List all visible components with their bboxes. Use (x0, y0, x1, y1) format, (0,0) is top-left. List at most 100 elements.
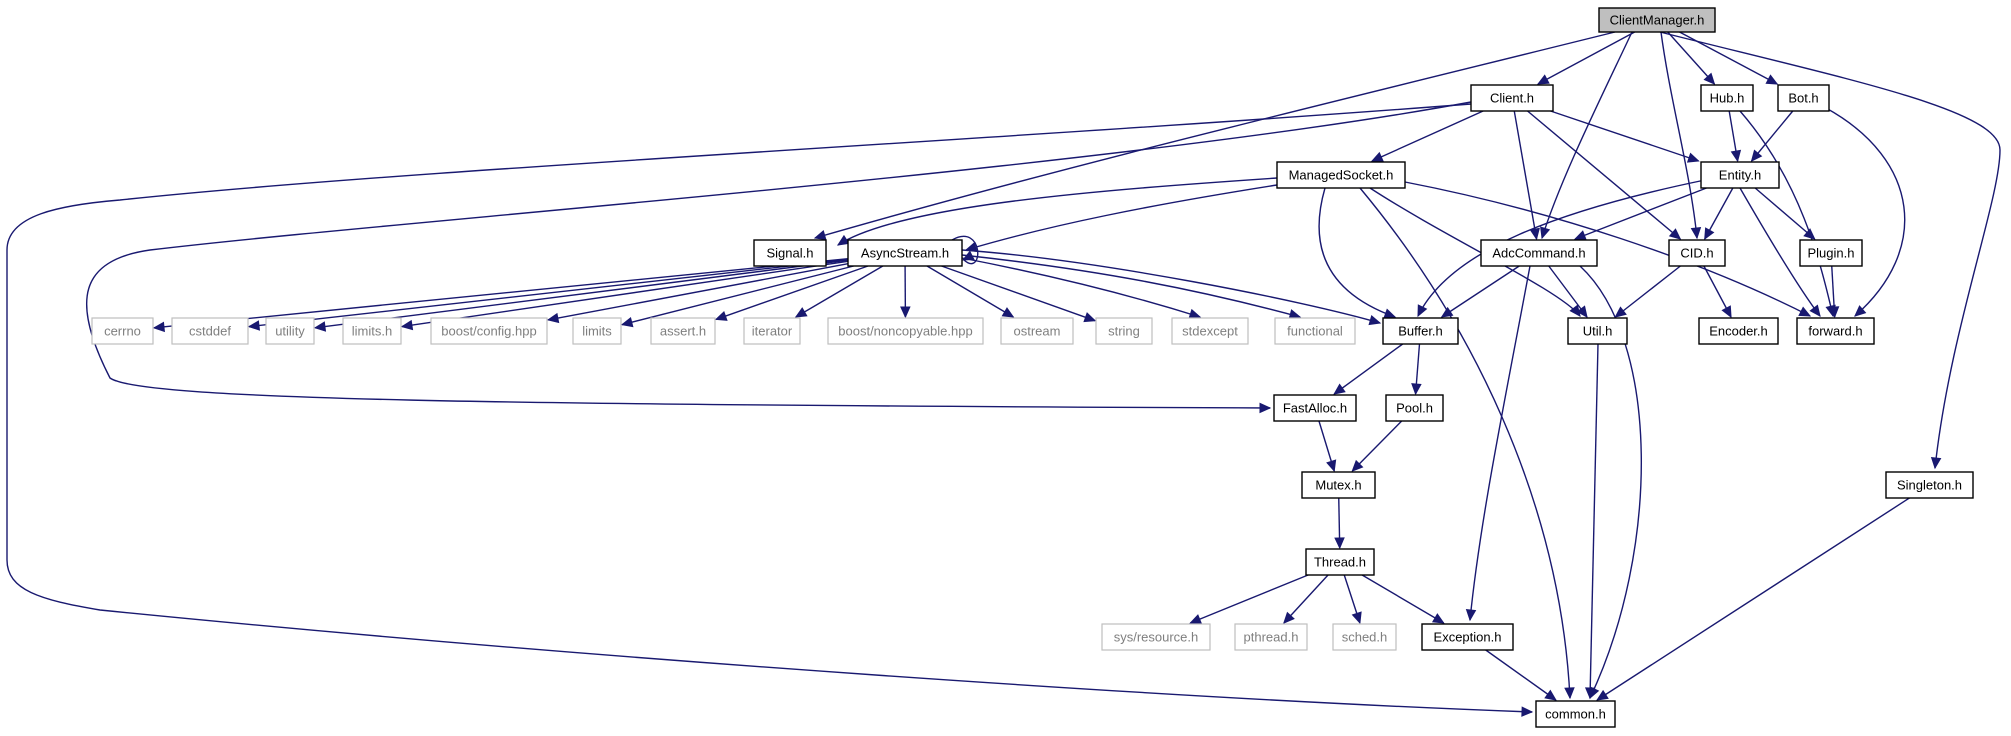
node-entity[interactable]: Entity.h (1700, 161, 1780, 189)
node-label: assert.h (660, 324, 706, 339)
node-box (1700, 84, 1754, 112)
edge-clientmanager-to-cid-arrowhead (1690, 227, 1702, 240)
edge-asyncstream-to-boost_config (547, 262, 849, 321)
node-box (171, 317, 249, 345)
node-box (1301, 471, 1376, 499)
node-label: forward.h (1808, 324, 1862, 339)
node-box (1276, 161, 1406, 189)
node-box (1470, 84, 1554, 112)
node-clientmanager[interactable]: ClientManager.h (1598, 7, 1716, 33)
node-box (1885, 471, 1974, 499)
node-encoder[interactable]: Encoder.h (1698, 317, 1779, 345)
node-thread[interactable]: Thread.h (1305, 548, 1375, 576)
node-label: cstddef (189, 324, 231, 339)
node-signal[interactable]: Signal.h (753, 239, 827, 267)
node-forward[interactable]: forward.h (1796, 317, 1875, 345)
edge-client-to-cid-arrowhead (1668, 228, 1682, 240)
edge-entity-to-buffer (1417, 179, 1706, 317)
edge-asyncstream-to-limits_h (401, 260, 849, 328)
node-box (342, 317, 402, 345)
node-assert: assert.h (650, 317, 716, 345)
node-ostream: ostream (1000, 317, 1074, 345)
node-label: sched.h (1342, 630, 1388, 645)
edge-pool-to-mutex-arrowhead (1351, 459, 1364, 472)
node-box (1777, 84, 1830, 112)
node-label: string (1108, 324, 1140, 339)
node-box (1385, 394, 1444, 422)
edge-clientmanager-to-hub-arrowhead (1703, 72, 1716, 85)
edge-adccommand-to-buffer (1441, 265, 1520, 318)
node-plugin[interactable]: Plugin.h (1799, 239, 1863, 267)
node-box (1382, 317, 1459, 345)
node-box (1101, 623, 1211, 651)
edge-managedsocket-to-common (1359, 187, 1571, 699)
node-label: boost/noncopyable.hpp (838, 324, 972, 339)
edge-entity-to-buffer-arrowhead (1417, 304, 1428, 318)
node-label: functional (1287, 324, 1343, 339)
node-common[interactable]: common.h (1535, 700, 1616, 728)
node-box (1421, 623, 1514, 651)
node-functional: functional (1274, 317, 1356, 345)
node-buffer[interactable]: Buffer.h (1382, 317, 1459, 345)
edge-cid-to-util-arrowhead (1614, 306, 1627, 318)
node-box (1796, 317, 1875, 345)
edge-layer (6, 31, 2001, 717)
node-label: Mutex.h (1315, 478, 1361, 493)
edge-clientmanager-to-bot-arrowhead (1765, 74, 1779, 85)
edge-buffer-to-fastalloc (1333, 343, 1404, 395)
node-mutex[interactable]: Mutex.h (1301, 471, 1376, 499)
edge-singleton-to-common (1596, 497, 1910, 701)
node-exception[interactable]: Exception.h (1421, 623, 1514, 651)
edge-clientmanager-to-adccommand (1541, 31, 1633, 239)
edge-asyncstream-to-utility-arrowhead (313, 321, 327, 332)
node-client[interactable]: Client.h (1470, 84, 1554, 112)
edge-hub-to-forward (1739, 110, 1834, 317)
edge-client-to-common (6, 103, 1533, 713)
edge-asyncstream-to-limits-arrowhead (620, 316, 634, 328)
node-managedsocket[interactable]: ManagedSocket.h (1276, 161, 1406, 189)
edge-asyncstream-to-cstddef-arrowhead (247, 320, 261, 331)
edge-asyncstream-to-boost_config-arrowhead (546, 312, 560, 324)
edge-singleton-to-common-arrowhead (1596, 689, 1609, 701)
node-bot[interactable]: Bot.h (1777, 84, 1830, 112)
node-hub[interactable]: Hub.h (1700, 84, 1754, 112)
node-label: Client.h (1490, 91, 1534, 106)
node-box (1332, 623, 1397, 651)
node-adccommand[interactable]: AdcCommand.h (1480, 239, 1598, 267)
node-asyncstream[interactable]: AsyncStream.h (847, 239, 963, 267)
node-label: Thread.h (1314, 555, 1366, 570)
edge-cid-to-encoder-arrowhead (1721, 305, 1732, 319)
edge-entity-to-cid-arrowhead (1704, 227, 1715, 241)
edge-thread-to-exception (1361, 574, 1445, 624)
node-fastalloc[interactable]: FastAlloc.h (1273, 394, 1357, 422)
node-sys-resource: sys/resource.h (1101, 623, 1211, 651)
node-label: utility (275, 324, 305, 339)
edge-bot-to-forward-arrowhead (1854, 305, 1867, 317)
edge-clientmanager-to-singleton (1659, 31, 2001, 469)
node-box (430, 317, 548, 345)
node-box (1305, 548, 1375, 576)
edge-asyncstream-to-cstddef (248, 258, 849, 328)
edge-asyncstream-to-boost_noncopyable-arrowhead (900, 306, 911, 319)
node-util[interactable]: Util.h (1567, 317, 1628, 345)
edge-thread-to-sys_resource (1190, 574, 1309, 624)
edge-thread-to-sys_resource-arrowhead (1189, 614, 1203, 624)
edge-client-to-fastalloc-arrowhead (1259, 402, 1272, 414)
edge-asyncstream-to-asyncstream (951, 235, 979, 265)
edge-clientmanager-to-singleton-arrowhead (1930, 456, 1942, 470)
node-label: ManagedSocket.h (1289, 168, 1394, 183)
edge-asyncstream-to-assert-arrowhead (714, 310, 728, 321)
node-singleton[interactable]: Singleton.h (1885, 471, 1974, 499)
edge-bot-to-forward (1825, 107, 1906, 317)
node-box (827, 317, 984, 345)
edge-client-to-adccommand-arrowhead (1529, 227, 1540, 241)
edge-thread-to-pthread (1283, 574, 1329, 624)
node-cid[interactable]: CID.h (1668, 239, 1726, 267)
edge-client-to-entity (1550, 110, 1699, 162)
edge-clientmanager-to-hub (1667, 31, 1715, 85)
edge-clientmanager-to-cid (1660, 31, 1698, 239)
node-pool[interactable]: Pool.h (1385, 394, 1444, 422)
node-box (743, 317, 801, 345)
node-label: boost/config.hpp (441, 324, 536, 339)
node-box (1273, 394, 1357, 422)
